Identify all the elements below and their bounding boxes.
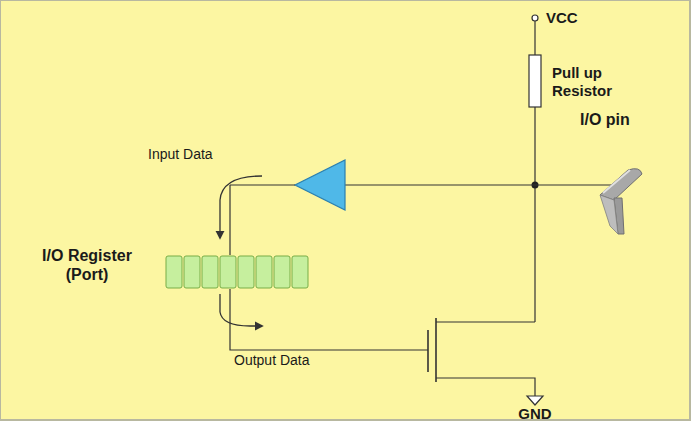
- register-cell: [274, 256, 290, 288]
- wire: [230, 289, 428, 350]
- register-label: I/O Register (Port): [22, 246, 152, 284]
- resistor-label: Pull up Resistor: [552, 64, 630, 100]
- register-cell: [184, 256, 200, 288]
- wire: [230, 184, 295, 185]
- input-flow-arrow: [220, 176, 262, 238]
- transistor-gate: [427, 330, 429, 372]
- flow-label: Input Data: [148, 146, 248, 163]
- wire: [436, 378, 535, 396]
- ground-label: GND: [505, 405, 565, 423]
- output-flow-arrow: [220, 294, 262, 326]
- resistor-symbol: [529, 55, 541, 107]
- flow-label: Output Data: [234, 352, 344, 369]
- transistor-channel: [435, 318, 437, 382]
- register-cell: [202, 256, 218, 288]
- register-cell: [166, 256, 182, 288]
- ground-symbol: [527, 396, 543, 405]
- input-buffer-symbol: [295, 160, 345, 210]
- wire: [229, 185, 230, 255]
- register-cell: [238, 256, 254, 288]
- wire: [345, 184, 612, 185]
- supply-label: VCC: [546, 9, 606, 27]
- register-cell: [256, 256, 272, 288]
- pin-label: I/O pin: [580, 110, 650, 129]
- vcc-terminal: [532, 15, 538, 21]
- register-cells: [166, 256, 308, 288]
- wire: [436, 321, 535, 322]
- background-panel: [0, 0, 690, 420]
- io-pin-symbol: [600, 169, 642, 234]
- wire: [534, 21, 535, 55]
- register-cell: [292, 256, 308, 288]
- wire: [534, 107, 535, 322]
- register-cell: [220, 256, 236, 288]
